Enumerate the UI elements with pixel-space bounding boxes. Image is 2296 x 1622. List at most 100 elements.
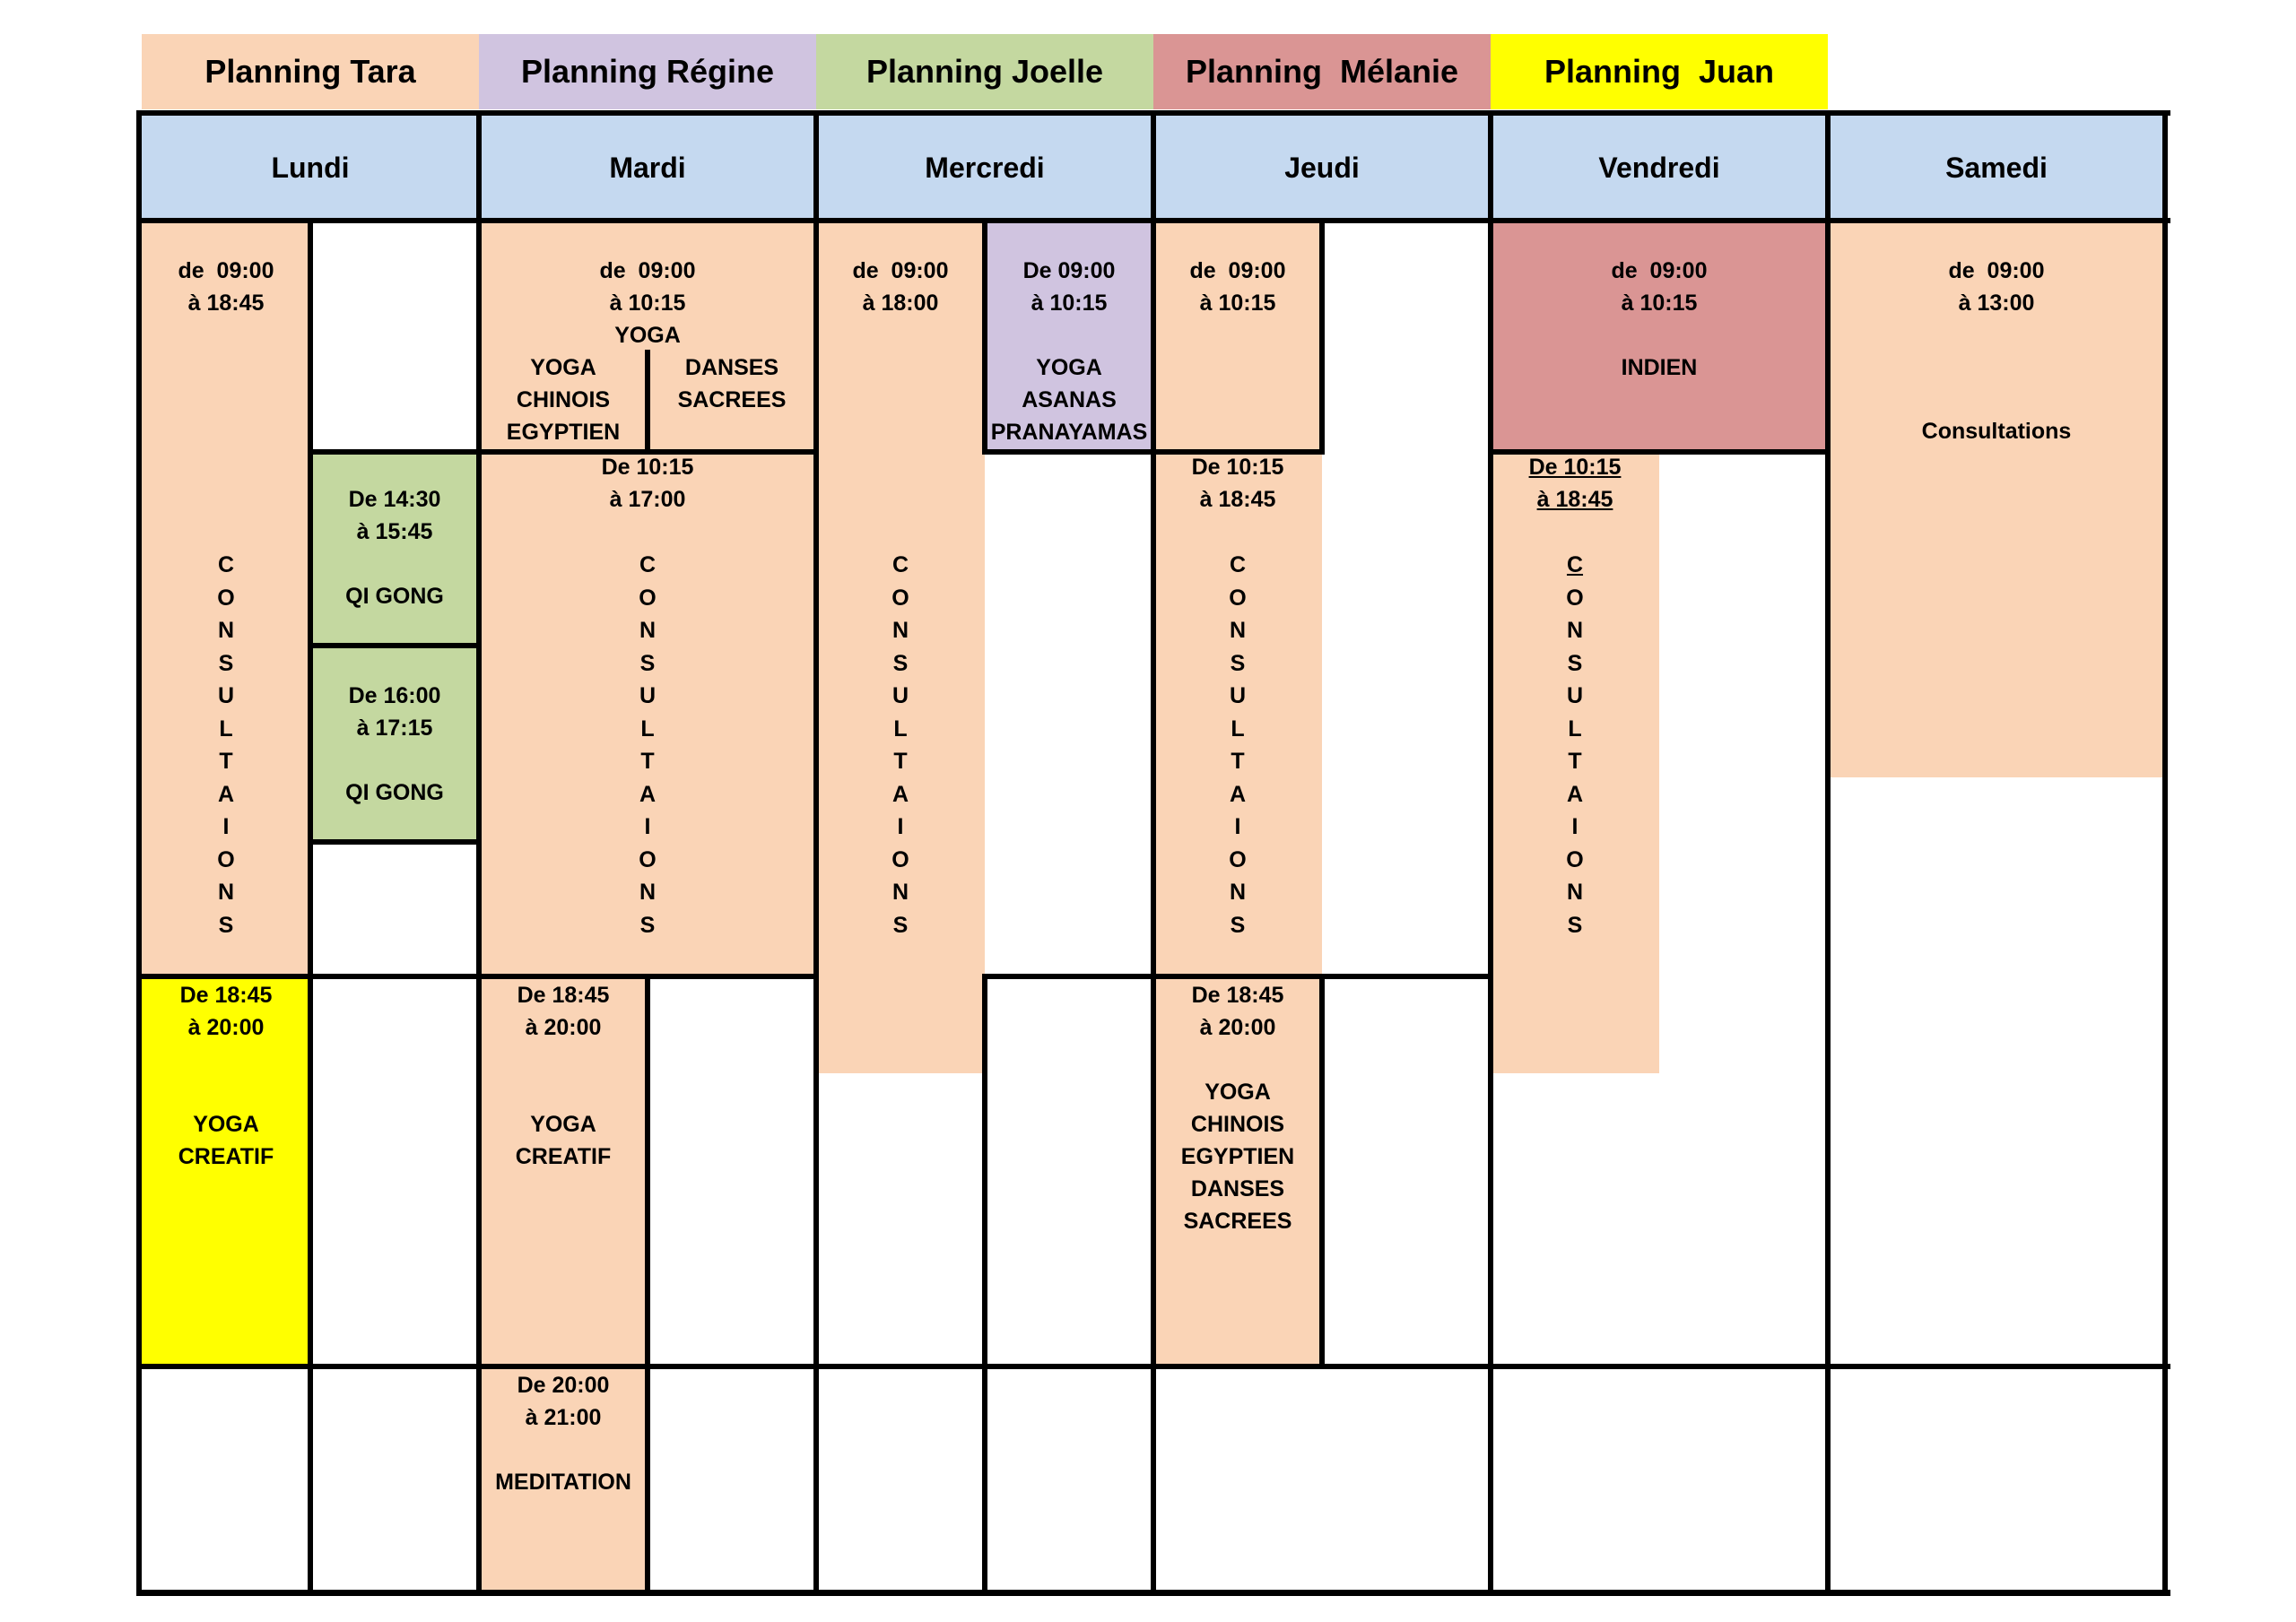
samedi-time: de 09:00 à 13:00: [1948, 258, 2045, 316]
mercredi-consultations-block: [816, 223, 985, 1073]
consultations-letter: O: [1566, 846, 1584, 872]
consultations-letter: L: [219, 716, 233, 742]
legend-regine: Planning Régine: [479, 34, 816, 109]
consultations-letter: C: [1566, 552, 1584, 577]
consultations-letter: C: [1229, 552, 1247, 577]
legend-tara: Planning Tara: [142, 34, 479, 109]
consultations-letter: C: [639, 552, 657, 577]
mercredi-yoga-asanas: De 09:00 à 10:15 YOGA ASANAS PRANAYAMAS: [990, 258, 1148, 445]
consultations-letter: O: [1229, 846, 1247, 872]
consultations-letter: O: [639, 585, 657, 611]
consultations-letter: I: [644, 814, 651, 839]
consultations-letter: N: [1566, 880, 1584, 905]
lundi-qigong-1: De 14:30 à 15:45 QI GONG: [345, 487, 444, 609]
day-header-jeudi: Jeudi: [1153, 116, 1491, 221]
samedi-consultations: Consultations: [1921, 419, 2072, 444]
consultations-letter: S: [892, 650, 909, 676]
jeudi-morning: de 09:00 à 10:15: [1189, 258, 1286, 316]
mercredi-consult-time: de 09:00 à 18:00: [852, 258, 949, 316]
mardi-evening-block: [479, 976, 648, 1595]
mardi-consultations-block: [479, 223, 816, 976]
lundi-consultations-block: [142, 223, 310, 976]
lundi-consult-time: de 09:00 à 18:45: [178, 258, 274, 316]
vendredi-consultations-block: [1491, 452, 1659, 1073]
consultations-letter: N: [217, 880, 235, 905]
consultations-letter: O: [891, 846, 909, 872]
mardi-yoga-creatif: De 18:45 à 20:00 YOGA CREATIF: [515, 983, 612, 1169]
consultations-letter: O: [891, 585, 909, 611]
mardi-yoga-time: de 09:00 à 10:15 YOGA: [599, 258, 696, 348]
legend-joelle: Planning Joelle: [816, 34, 1153, 109]
consultations-letter: N: [891, 880, 909, 905]
consultations-letter: I: [1234, 814, 1241, 839]
consultations-letter: A: [1566, 781, 1584, 807]
consultations-letter: U: [891, 683, 909, 708]
consultations-letter: N: [1229, 618, 1247, 643]
consultations-letter: O: [1229, 585, 1247, 611]
mardi-meditation: De 20:00 à 21:00 MEDITATION: [495, 1373, 631, 1495]
consultations-letter: L: [640, 716, 655, 742]
vendredi-indien: de 09:00 à 10:15 INDIEN: [1611, 258, 1708, 380]
mardi-consult-time: De 10:15 à 17:00: [601, 455, 694, 512]
consultations-letter: L: [1231, 716, 1245, 742]
consultations-letter: N: [639, 618, 657, 643]
consultations-letter: S: [1230, 650, 1246, 676]
consultations-letter: N: [891, 618, 909, 643]
consultations-letter: A: [891, 781, 909, 807]
consultations-letter: S: [639, 912, 656, 938]
mardi-yoga-chinois: YOGA CHINOIS EGYPTIEN: [506, 355, 621, 445]
consultations-letter: T: [1568, 749, 1582, 774]
jeudi-consult-time: De 10:15 à 18:45: [1191, 455, 1284, 512]
vendredi-consult-to: à 18:45: [1536, 487, 1613, 512]
consultations-letter: C: [217, 552, 235, 577]
day-header-samedi: Samedi: [1828, 116, 2165, 221]
consultations-letter: I: [222, 814, 230, 839]
mardi-danses-sacrees: DANSES SACREES: [677, 355, 787, 412]
consultations-letter: L: [1568, 716, 1582, 742]
consultations-letter: S: [218, 650, 234, 676]
consultations-letter: A: [217, 781, 235, 807]
consultations-letter: T: [640, 749, 655, 774]
day-header-mardi: Mardi: [479, 116, 816, 221]
consultations-letter: T: [219, 749, 233, 774]
consultations-letter: N: [1566, 618, 1584, 643]
consultations-letter: I: [1571, 814, 1578, 839]
consultations-letter: L: [893, 716, 908, 742]
consultations-letter: N: [1229, 880, 1247, 905]
mercredi-yoga-asanas-block: [985, 223, 1153, 452]
consultations-letter: I: [897, 814, 904, 839]
vendredi-indien-block: [1491, 223, 1828, 452]
consultations-letter: S: [1230, 912, 1246, 938]
legend-melanie: Planning Mélanie: [1153, 34, 1491, 109]
vendredi-consult-from: De 10:15: [1528, 455, 1622, 480]
lundi-yoga-creatif-block: [142, 976, 310, 1366]
consultations-letter: O: [217, 585, 235, 611]
consultations-letter: O: [217, 846, 235, 872]
consultations-letter: S: [1567, 650, 1583, 676]
consultations-letter: O: [639, 846, 657, 872]
consultations-letter: N: [639, 880, 657, 905]
consultations-letter: A: [1229, 781, 1247, 807]
consultations-letter: C: [891, 552, 909, 577]
lundi-qigong-2: De 16:00 à 17:15 QI GONG: [345, 683, 444, 805]
legend-juan: Planning Juan: [1491, 34, 1828, 109]
consultations-letter: S: [1567, 912, 1583, 938]
consultations-letter: T: [1231, 749, 1245, 774]
consultations-letter: A: [639, 781, 657, 807]
consultations-letter: U: [639, 683, 657, 708]
day-header-vendredi: Vendredi: [1491, 116, 1828, 221]
consultations-letter: N: [217, 618, 235, 643]
consultations-letter: T: [893, 749, 908, 774]
jeudi-evening: De 18:45 à 20:00 YOGA CHINOIS EGYPTIEN D…: [1180, 983, 1295, 1234]
consultations-letter: S: [639, 650, 656, 676]
consultations-letter: U: [1229, 683, 1247, 708]
jeudi-block: [1153, 223, 1322, 1366]
consultations-letter: U: [217, 683, 235, 708]
lundi-yoga-creatif: De 18:45 à 20:00 YOGA CREATIF: [178, 983, 274, 1169]
day-header-mercredi: Mercredi: [816, 116, 1153, 221]
